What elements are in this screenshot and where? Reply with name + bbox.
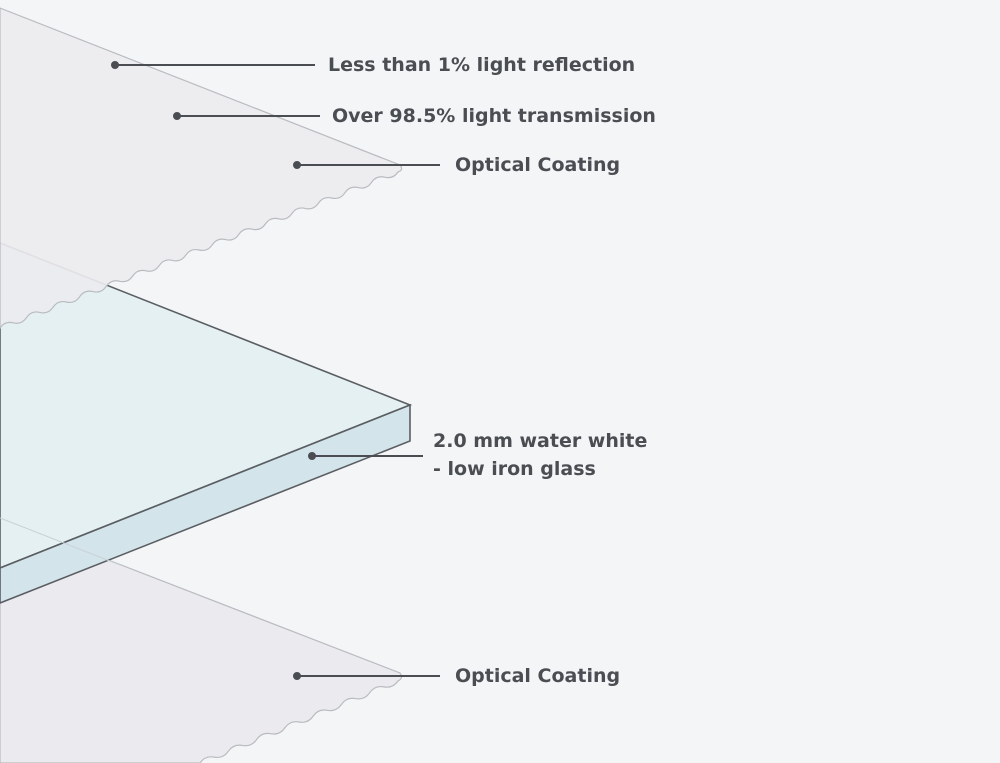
reflection-label: Less than 1% light reflection bbox=[328, 54, 636, 76]
top-coating-label: Optical Coating bbox=[455, 154, 621, 176]
top-optical-coating-layer bbox=[0, 7, 403, 330]
bottom-optical-coating-layer bbox=[0, 517, 403, 763]
glass-label-line1: 2.0 mm water white bbox=[433, 430, 648, 452]
bottom-coating-label: Optical Coating bbox=[455, 665, 621, 687]
transmission-label: Over 98.5% light transmission bbox=[332, 105, 656, 127]
leader-lines bbox=[111, 61, 440, 680]
glass-side-edge bbox=[0, 403, 411, 604]
glass-label-line2: - low iron glass bbox=[433, 458, 596, 480]
